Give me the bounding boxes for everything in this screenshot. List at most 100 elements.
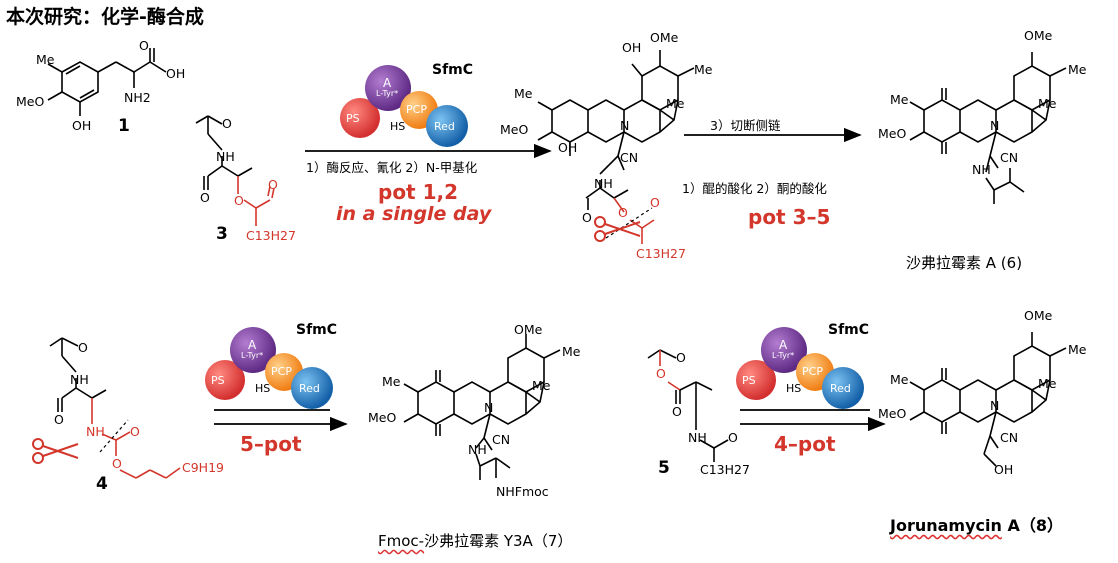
label-me-7a: Me [562, 344, 581, 359]
product-8-main: Jorunamycin [890, 516, 1002, 535]
label-n-6: N [990, 118, 1000, 133]
label-me-7c: Me [532, 378, 551, 393]
page-title: 本次研究：化学-酶合成 [6, 6, 204, 28]
reaction-1-pot: pot 1,2 [378, 180, 459, 204]
enzyme-ltyr-3: L-Tyr* [241, 351, 264, 360]
product-7-rest: 沙弗拉霉素 Y3A（7） [424, 532, 573, 550]
label-o-5: O [676, 350, 686, 365]
reaction-2-conditions: 1）醌的酸化 2）酮的酸化 [682, 181, 827, 196]
intermediate-structure [537, 50, 695, 244]
product-7-name: Fmoc-沙弗拉霉素 Y3A（7） [378, 530, 572, 551]
label-o-5c: O [672, 404, 682, 419]
enzyme-hs-1: HS [390, 120, 406, 133]
label-c13h27-5: C13H27 [700, 462, 750, 477]
label-c9h19-4: C9H19 [182, 460, 224, 475]
compound-3-structure [195, 115, 253, 194]
reaction-2-step: 3）切断侧链 [710, 118, 781, 133]
label-o-4c: O [130, 424, 140, 439]
label-nh2-1: NH2 [124, 90, 151, 105]
enzyme-a-4: A [779, 338, 788, 352]
reaction-3-pot: 5–pot [240, 432, 302, 456]
label-o-int-c: O [650, 195, 660, 210]
enzyme-sfmc-4 [736, 327, 864, 409]
label-nhfmoc-7: NHFmoc [496, 484, 549, 499]
label-nh-6: NH [972, 162, 991, 177]
enzyme-name-1: SfmC [432, 62, 474, 78]
compound-5-structure [647, 349, 729, 462]
label-c13h27-3: C13H27 [246, 228, 296, 243]
compound-4-structure [49, 337, 181, 479]
label-me-7b: Me [382, 374, 401, 389]
label-nh-4: NH [70, 372, 89, 387]
label-o-int-b: O [618, 205, 628, 220]
label-o-4b: O [54, 412, 64, 427]
label-cn-6: CN [1000, 150, 1019, 165]
enzyme-hs-4: HS [786, 382, 802, 395]
label-meo-6: MeO [878, 126, 907, 141]
label-nh-5: NH [688, 430, 707, 445]
enzyme-pcp-4: PCP [802, 365, 823, 378]
product-8-structure [909, 332, 1067, 467]
label-me-int-a: Me [694, 62, 713, 77]
reaction-1-conditions: 1）酶反应、氰化 2）N-甲基化 [306, 160, 478, 175]
label-nh-int: NH [594, 176, 613, 191]
product-6-name: 沙弗拉霉素 A (6) [906, 254, 1023, 272]
compound-1-structure [47, 48, 167, 116]
label-cn-8: CN [1000, 430, 1019, 445]
compound-number-1: 1 [118, 116, 130, 136]
enzyme-ps-4: PS [742, 374, 756, 387]
enzyme-a-3: A [248, 338, 257, 352]
product-8-rest: A（8） [1001, 516, 1063, 535]
label-ome-int: OMe [650, 30, 679, 45]
enzyme-pcp-1: PCP [406, 103, 427, 116]
label-o-3d: O [268, 177, 278, 192]
enzyme-ltyr-4: L-Tyr* [772, 351, 795, 360]
label-meo-7: MeO [368, 410, 397, 425]
reaction-1-day: in a single day [336, 203, 492, 225]
enzyme-hs-3: HS [255, 382, 271, 395]
label-o-3b: O [200, 190, 210, 205]
compound-number-5: 5 [658, 458, 670, 478]
label-ome-7: OMe [514, 322, 543, 337]
label-o-5b: O [656, 366, 666, 381]
label-n-int: N [620, 118, 630, 133]
label-oh-8: OH [994, 462, 1014, 477]
label-me-8b: Me [890, 372, 909, 387]
label-o-int: O [582, 210, 592, 225]
compound-number-4: 4 [96, 474, 108, 494]
label-o-5d: O [728, 430, 738, 445]
product-7-prefix: Fmoc- [378, 532, 425, 550]
enzyme-red-1: Red [434, 120, 455, 133]
scissors-icon-1 [594, 216, 641, 242]
label-meo-int: MeO [500, 122, 529, 137]
enzyme-ltyr-1: L-Tyr* [376, 89, 399, 98]
label-me-6c: Me [1038, 96, 1057, 111]
label-me-8c: Me [1038, 376, 1057, 391]
enzyme-red-4: Red [830, 382, 851, 395]
label-cn-7: CN [492, 432, 511, 447]
label-oh-1: OH [72, 118, 92, 133]
label-nh-3: NH [216, 149, 235, 164]
enzyme-pcp-3: PCP [271, 365, 292, 378]
enzyme-name-3: SfmC [296, 322, 338, 338]
label-o-4: O [78, 340, 88, 355]
compound-number-3: 3 [216, 224, 228, 244]
product-8-name: Jorunamycin A（8） [890, 512, 1063, 536]
label-me-int-c: Me [666, 96, 685, 111]
label-c13h27-int: C13H27 [636, 246, 686, 261]
label-oh-int-b: OH [558, 140, 578, 155]
label-ome-6: OMe [1024, 28, 1053, 43]
label-hn-4: NH [86, 424, 105, 439]
label-oh-int: OH [622, 40, 642, 55]
enzyme-ps-3: PS [211, 374, 225, 387]
label-cn-int: CN [620, 150, 639, 165]
label-ome-8: OMe [1024, 308, 1053, 323]
compound-3-ester [243, 185, 275, 226]
label-me-1: Me [36, 52, 55, 67]
label-n-7: N [484, 400, 494, 415]
enzyme-name-4: SfmC [828, 322, 870, 338]
enzyme-red-3: Red [299, 382, 320, 395]
product-7-structure [403, 334, 561, 480]
label-o-4d: O [112, 456, 122, 471]
